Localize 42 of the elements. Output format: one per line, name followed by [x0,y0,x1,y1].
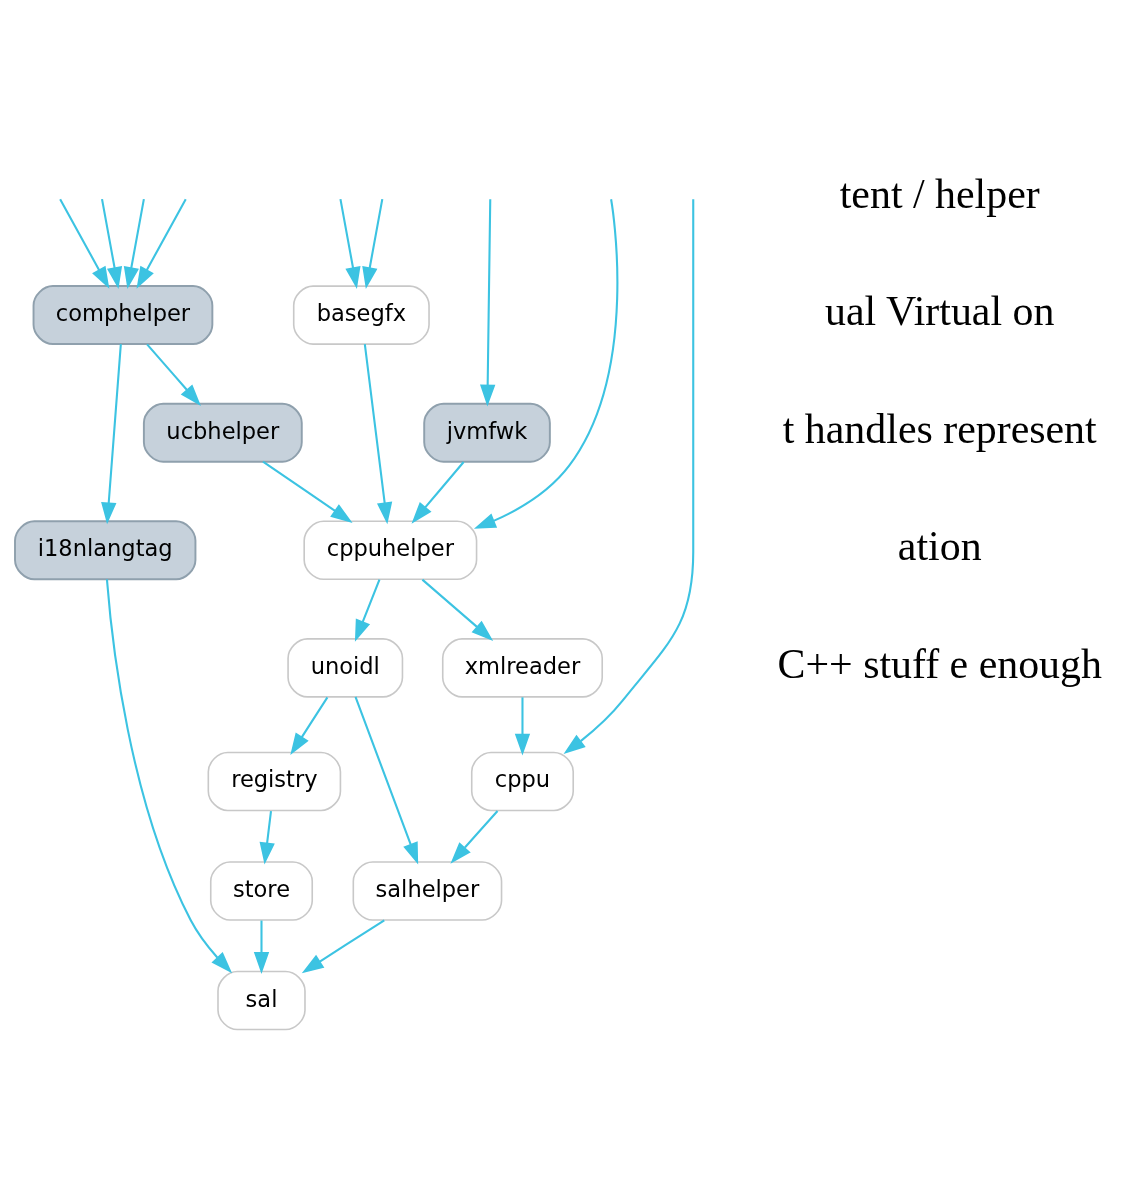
label: C++ stuff e enough [777,641,1102,688]
arrow [101,198,123,290]
arrow [363,344,393,525]
node-box: comphelper [32,285,214,346]
arrow [253,920,270,974]
arrow [473,199,619,529]
node-box: ucbhelper [142,402,303,463]
node-box: cppuhelper [303,520,478,581]
arrow [101,344,122,525]
node-box: xmlreader [441,638,604,698]
label: tent / helper [839,170,1040,217]
arrow [290,696,329,756]
node-box: salhelper [352,861,503,921]
arrow [301,919,385,974]
arrow [563,199,695,755]
arrow [339,198,361,290]
arrow [450,810,499,864]
arrow [480,199,496,407]
arrow [123,198,145,290]
label: ation [897,523,982,570]
label: t handles represent [782,405,1097,452]
arrow [146,343,201,406]
arrow [362,198,384,290]
arrow [354,696,419,865]
node-box: cppu [470,751,575,812]
arrow [411,461,465,524]
arrow [259,810,275,865]
node-box: unoidl [287,638,404,698]
node-box: basegfx [292,285,430,345]
arrow [136,198,187,289]
node-box: i18nlangtag [14,520,197,581]
label: ual Virtual on [825,288,1055,335]
node-box: jvmfwk [423,402,551,463]
arrow [262,460,353,523]
arrow [354,579,381,642]
arrow [421,578,494,641]
node-box: store [209,861,314,921]
arrow [514,697,531,756]
arrow [105,579,233,974]
node-box: sal [217,970,306,1031]
arrow [59,198,110,289]
node-box: registry [207,751,342,812]
